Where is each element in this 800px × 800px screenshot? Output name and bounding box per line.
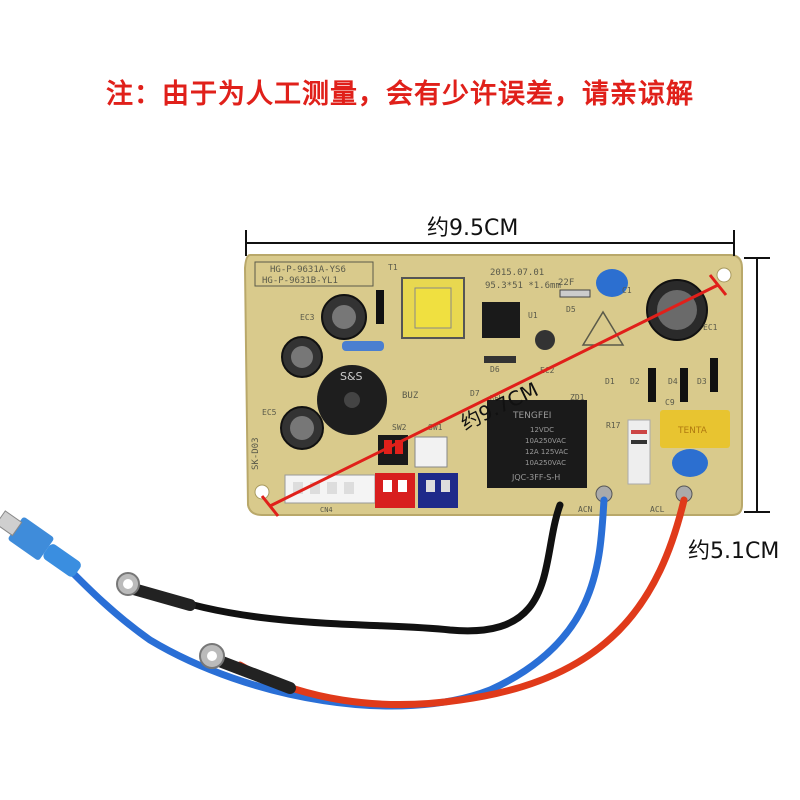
svg-text:SW2: SW2 — [392, 423, 407, 432]
capacitor-brand: TENTA — [677, 426, 708, 436]
ic-u1 — [482, 302, 520, 338]
ref-22f: 22F — [558, 278, 574, 288]
svg-text:D4: D4 — [668, 377, 678, 386]
pcb-board: HG-P-9631A-YS6 HG-P-9631B-YL1 2015.07.01… — [243, 254, 743, 516]
diode-d6 — [484, 356, 516, 363]
relay-spec-3: 12A 125VAC — [525, 448, 568, 456]
svg-text:EC1: EC1 — [703, 323, 718, 332]
diode-d2 — [648, 368, 656, 402]
ring-terminal-2 — [199, 643, 225, 669]
blade-terminal — [0, 510, 81, 577]
capacitor-c9 — [660, 410, 730, 448]
measure-diagonal — [260, 274, 728, 517]
buzzer-brand: S&S — [340, 370, 363, 383]
connector-red — [375, 473, 415, 508]
measure-width — [245, 230, 735, 256]
svg-text:U1: U1 — [528, 311, 538, 320]
disclaimer-note: 注：由于为人工测量，会有少许误差，请亲谅解 — [106, 79, 694, 110]
height-dimension-label: 约5.1CM — [688, 539, 780, 564]
relay-spec-4: 10A250VAC — [525, 459, 566, 467]
diode-d8 — [376, 290, 384, 324]
svg-text:EC3: EC3 — [300, 313, 315, 322]
model-a-label: HG-P-9631A-YS6 — [270, 265, 346, 275]
date-label: 2015.07.01 — [490, 268, 544, 278]
resistor-r1 — [342, 341, 384, 351]
connector-blue — [418, 473, 458, 508]
capacitor-ec2 — [535, 330, 555, 350]
svg-text:REL: REL — [490, 394, 503, 402]
relay — [487, 400, 587, 488]
model-b-label: HG-P-9631B-YL1 — [262, 276, 338, 286]
relay-spec-1: 12VDC — [530, 426, 554, 434]
resistor-r17 — [627, 419, 651, 485]
svg-text:ACL: ACL — [650, 505, 665, 514]
svg-text:D5: D5 — [566, 305, 576, 314]
board-code-label: SK-D03 — [251, 437, 261, 470]
svg-text:ZD1: ZD1 — [570, 393, 585, 402]
svg-text:R17: R17 — [606, 421, 621, 430]
relay-spec-2: 10A250VAC — [525, 437, 566, 445]
svg-text:SW1: SW1 — [428, 423, 443, 432]
relay-brand: TENGFEI — [512, 411, 551, 421]
diode-d4 — [680, 368, 688, 402]
svg-text:D1: D1 — [605, 377, 615, 386]
diode-d3 — [710, 358, 718, 392]
svg-text:D6: D6 — [490, 365, 500, 374]
svg-text:C9: C9 — [665, 398, 675, 407]
svg-text:T1: T1 — [388, 263, 398, 272]
wire-black — [156, 501, 564, 635]
wires — [56, 496, 688, 710]
svg-text:C1: C1 — [622, 286, 632, 295]
wire-blue — [56, 496, 608, 710]
size-label: 95.3*51 *1.6mm — [485, 281, 561, 291]
terminals — [0, 510, 225, 669]
svg-text:CN4: CN4 — [320, 506, 333, 514]
svg-text:D3: D3 — [697, 377, 707, 386]
capacitor-c1 — [596, 269, 628, 297]
svg-text:EC5: EC5 — [262, 408, 277, 417]
svg-text:D7: D7 — [470, 389, 480, 398]
svg-text:ACN: ACN — [578, 505, 593, 514]
relay-model: JQC-3FF-S-H — [511, 473, 560, 482]
svg-text:D2: D2 — [630, 377, 640, 386]
buzzer-label: BUZ — [402, 391, 419, 401]
warning-triangle — [581, 310, 625, 346]
width-dimension-label: 约9.5CM — [427, 216, 519, 241]
diode-d5 — [559, 289, 591, 298]
switch-sw1 — [414, 436, 448, 468]
ring-terminal-1 — [116, 572, 140, 596]
measure-height — [744, 257, 770, 513]
wire-red — [236, 496, 688, 709]
